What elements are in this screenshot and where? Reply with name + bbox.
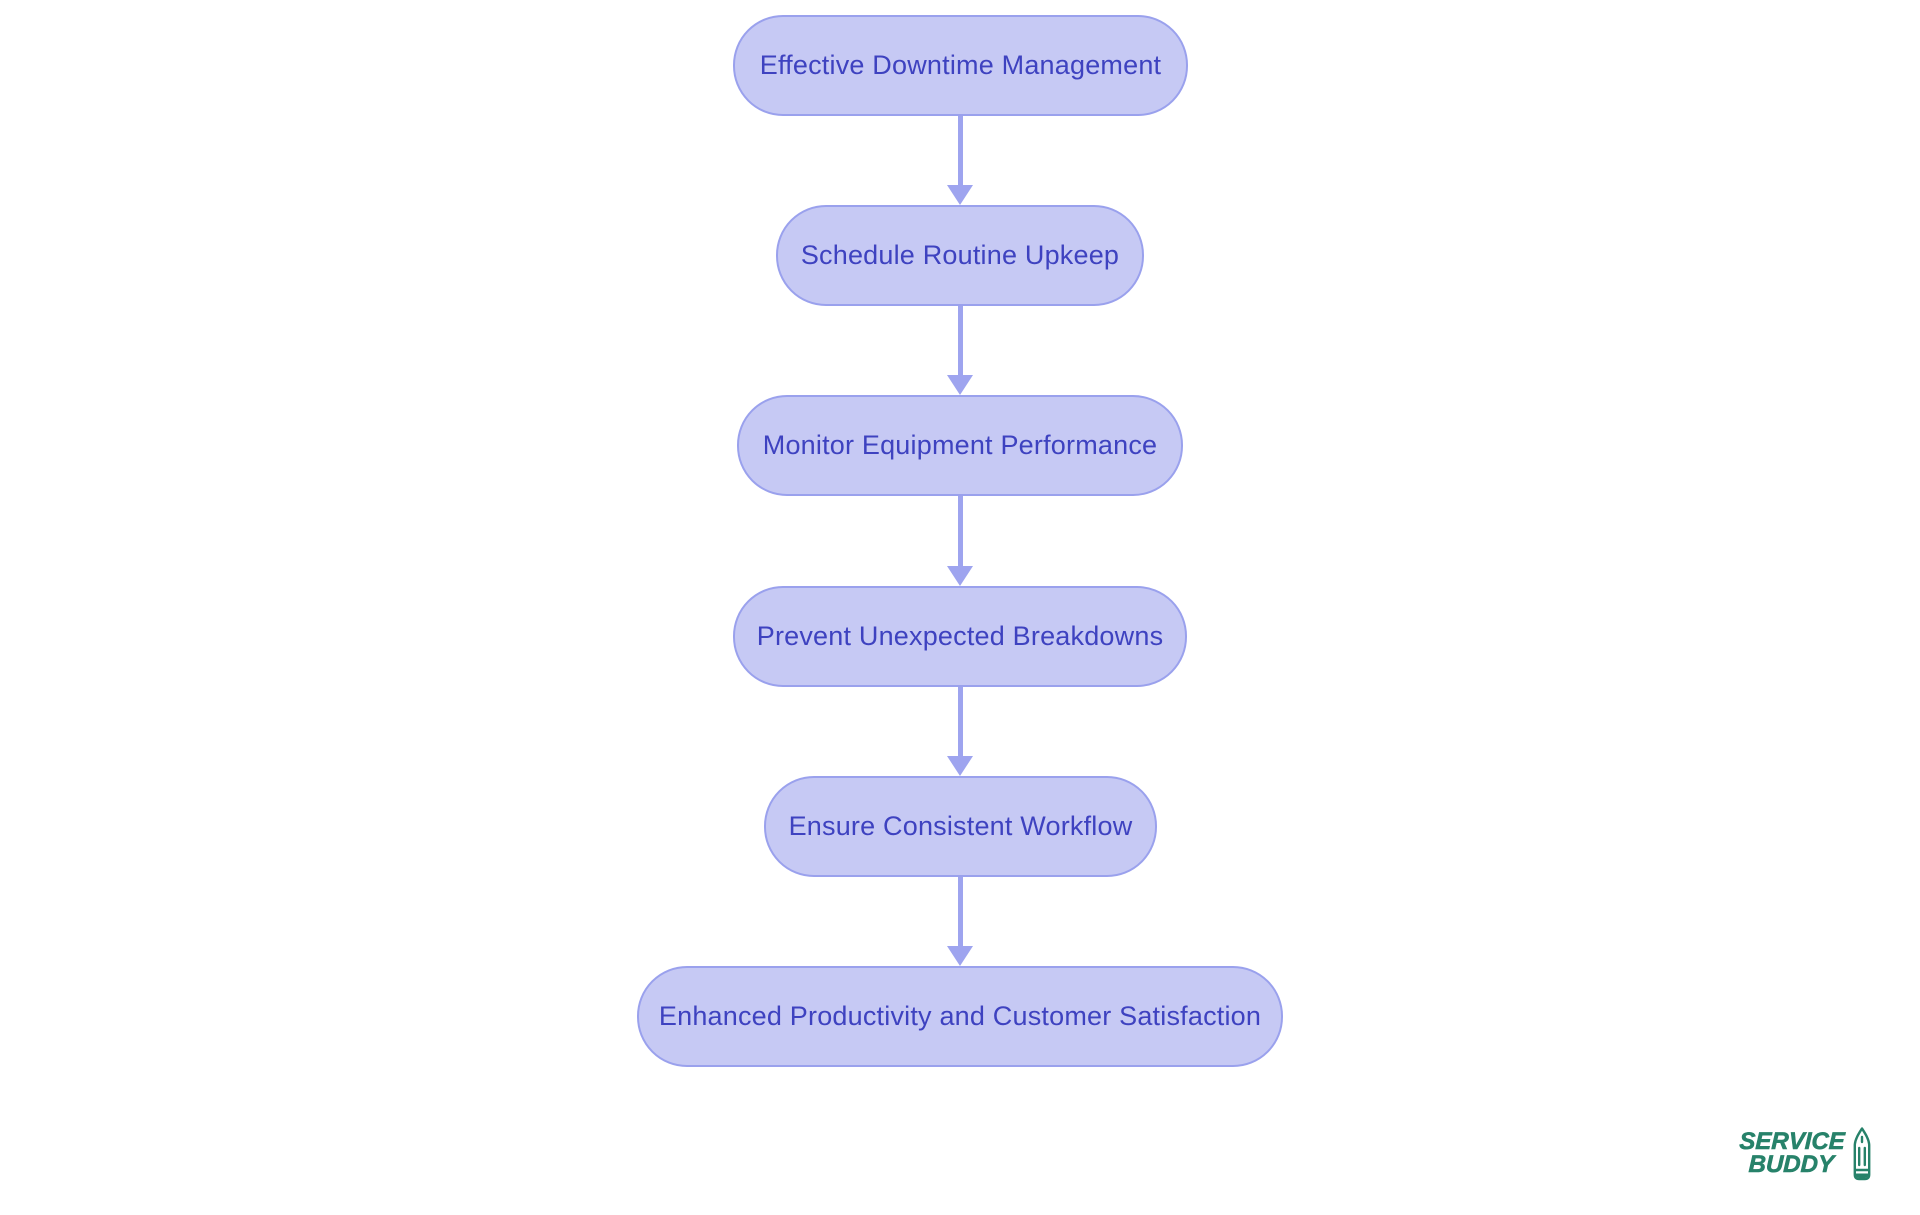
node-label: Ensure Consistent Workflow [788,811,1133,841]
node-prevent-unexpected-breakdowns: Prevent Unexpected Breakdowns [733,586,1187,687]
arrow-line [957,306,963,378]
node-label: Monitor Equipment Performance [762,430,1158,460]
node-label: Schedule Routine Upkeep [800,240,1120,270]
node-enhanced-productivity-customer-satisfaction: Enhanced Productivity and Customer Satis… [637,966,1283,1067]
arrow-line [957,877,963,949]
logo-line-buddy: BUDDY [1748,1151,1835,1179]
arrow-connector-3 [947,496,973,586]
node-monitor-equipment-performance: Monitor Equipment Performance [737,395,1183,496]
arrow-head-icon [947,566,973,586]
arrow-head-icon [947,946,973,966]
node-label: Effective Downtime Management [759,50,1162,80]
arrow-head-icon [947,185,973,205]
arrow-line [957,496,963,569]
node-schedule-routine-upkeep: Schedule Routine Upkeep [776,205,1144,306]
node-label: Enhanced Productivity and Customer Satis… [658,1001,1262,1031]
arrow-line [957,687,963,759]
pencil-icon [1851,1126,1873,1182]
arrow-line [957,116,963,188]
arrow-head-icon [947,756,973,776]
node-effective-downtime-management: Effective Downtime Management [733,15,1188,116]
service-buddy-logo: SERVICE BUDDY [1739,1126,1873,1182]
arrow-head-icon [947,375,973,395]
arrow-connector-4 [947,687,973,776]
arrow-connector-5 [947,877,973,966]
node-label: Prevent Unexpected Breakdowns [756,621,1164,651]
logo-wordmark: SERVICE BUDDY [1738,1128,1846,1179]
arrow-connector-1 [947,116,973,205]
arrow-connector-2 [947,306,973,395]
node-ensure-consistent-workflow: Ensure Consistent Workflow [764,776,1157,877]
